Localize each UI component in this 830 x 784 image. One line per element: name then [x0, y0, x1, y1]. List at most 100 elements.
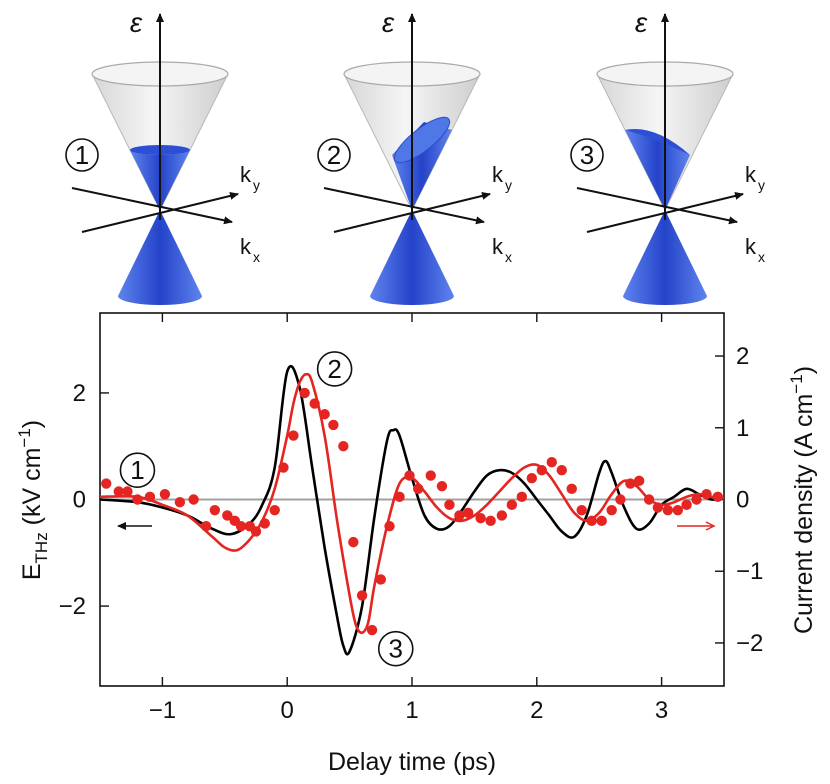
data-point-red: [586, 515, 597, 527]
data-point-red: [384, 520, 395, 532]
data-point-red: [356, 590, 368, 601]
data-point-red: [101, 478, 112, 489]
data-point-red: [633, 475, 645, 487]
lower-cone: [370, 210, 454, 305]
data-point-red: [485, 515, 496, 527]
y-left-label-unit: (kV cm: [18, 448, 46, 533]
data-point-red: [462, 507, 474, 519]
data-point-red: [309, 398, 320, 409]
x-tick-label: 1: [405, 697, 418, 724]
data-point-red: [436, 480, 448, 492]
x-tick-label: −1: [149, 697, 176, 724]
kx-axis: [323, 187, 485, 225]
data-point-red: [556, 464, 567, 476]
y-left-tick-label: 2: [73, 380, 86, 407]
data-point-red: [299, 387, 310, 399]
series-line-black: [100, 364, 724, 656]
data-point-red: [348, 536, 359, 548]
annotations: 1 2 3: [119, 351, 414, 667]
series-line-red: [100, 372, 724, 635]
kx-subscript: x: [253, 249, 260, 265]
data-point-red: [394, 491, 405, 503]
data-point-red: [643, 494, 655, 505]
data-point-red: [122, 486, 133, 497]
kx-subscript: x: [505, 249, 512, 265]
data-point-red: [404, 470, 415, 481]
y-right-tick-label: −2: [736, 630, 763, 657]
data-point-red: [338, 441, 349, 452]
series-layer: [100, 364, 724, 656]
kx-label: k: [240, 234, 252, 259]
y-right-tick-label: 2: [736, 343, 749, 370]
lower-cone: [118, 210, 202, 305]
y-left-tick-label: 0: [73, 487, 86, 514]
energy-label: ε: [382, 7, 395, 38]
data-point-red: [566, 483, 577, 495]
data-point-red: [576, 504, 587, 516]
kx-axis: [71, 187, 233, 225]
annotation-circle: [377, 630, 414, 667]
energy-label: ε: [130, 7, 143, 38]
data-point-red: [606, 504, 617, 516]
data-point-red: [506, 499, 518, 511]
panel-number-circle: [317, 138, 351, 172]
fermi-filling: [625, 130, 690, 210]
fermi-surface: [625, 129, 690, 155]
ky-axis: [81, 192, 239, 233]
data-point-red: [269, 504, 280, 516]
data-point-red: [425, 470, 436, 481]
energy-label: ε: [635, 7, 648, 38]
panel-number: 1: [75, 140, 89, 170]
x-tick-label: 0: [281, 697, 294, 724]
data-point-red: [319, 409, 330, 420]
annotation-label: 2: [327, 354, 341, 384]
ky-axis: [333, 192, 491, 233]
data-point-red: [113, 486, 124, 497]
y-left-label-close: ): [18, 420, 46, 428]
y-left-label-main: E: [18, 563, 46, 580]
data-point-red: [625, 478, 636, 489]
x-axis-label: Delay time (ps): [328, 748, 496, 776]
panel-number-circle: [570, 138, 604, 172]
data-point-red: [144, 491, 156, 503]
svg-text:ETHz (kV cm−1): ETHz (kV cm−1): [15, 420, 51, 580]
data-point-red: [516, 491, 528, 503]
data-point-red: [235, 520, 247, 532]
data-point-red: [454, 510, 465, 521]
x-tick-label: 3: [655, 697, 668, 724]
data-point-red: [662, 504, 674, 516]
data-point-red: [375, 574, 386, 585]
kx-subscript: x: [758, 249, 765, 265]
data-point-red: [536, 464, 547, 476]
y-axis-right-label: Current density (A cm−1): [787, 366, 818, 634]
data-point-red: [413, 483, 424, 495]
annotation-label: 3: [389, 634, 403, 664]
data-point-red: [366, 624, 378, 636]
data-point-red: [475, 512, 486, 524]
y-right-label-main: Current density (A cm: [790, 394, 818, 634]
y-right-tick-label: −1: [736, 558, 763, 585]
y-right-label-sup: −1: [787, 374, 806, 393]
panel-number: 3: [580, 140, 594, 170]
data-point-red: [328, 419, 339, 431]
lower-cone: [623, 210, 707, 305]
data-point-red: [159, 488, 171, 500]
data-point-red: [444, 499, 455, 511]
ky-subscript: y: [758, 177, 765, 193]
fermi-surface: [393, 116, 451, 164]
data-point-red: [259, 518, 270, 529]
data-point-red: [496, 510, 508, 521]
data-point-red: [200, 520, 212, 532]
data-point-red: [250, 526, 262, 537]
annotation-label: 1: [130, 455, 144, 485]
ky-label: k: [240, 162, 252, 187]
data-point-red: [615, 494, 626, 505]
panel-number: 2: [327, 140, 341, 170]
annotation-circle: [119, 452, 156, 488]
x-tick-label: 2: [530, 697, 543, 724]
